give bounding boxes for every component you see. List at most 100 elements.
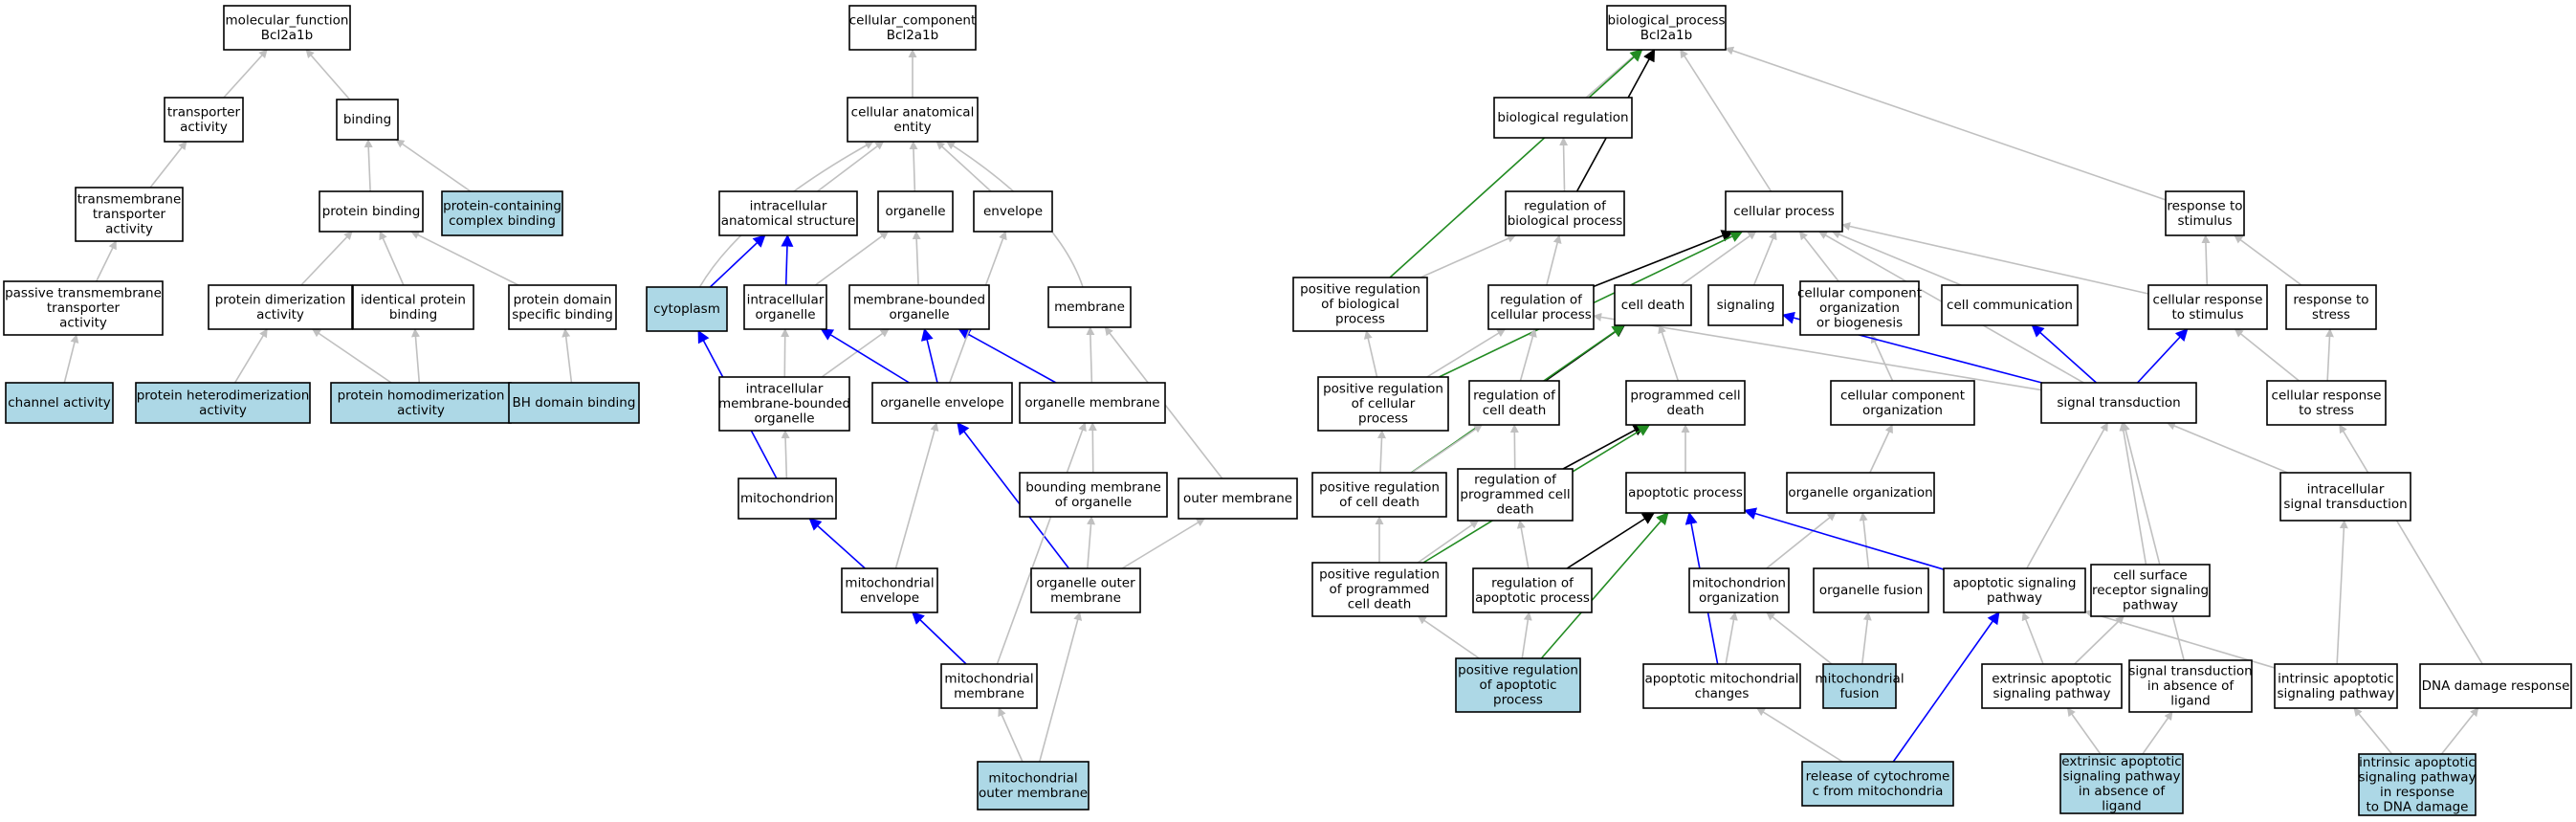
node-binding[interactable]: binding (336, 99, 399, 141)
node-label-line: organelle (754, 411, 814, 427)
node-box (973, 190, 1053, 233)
node-box (718, 190, 858, 236)
node-label-line: in response (2380, 785, 2455, 800)
node-channel-activity[interactable]: channel activity (5, 382, 114, 424)
node-box (75, 187, 184, 242)
node-label-line: specific binding (512, 307, 613, 322)
edge-mitochondrial_outer_membrane-to-mitochondrial_membrane (998, 707, 1024, 763)
edge-mitochondrial_outer_membrane-to-organelle_outer_membrane (1038, 611, 1083, 763)
node-label-line: intracellular (747, 292, 825, 307)
node-organelle-organization[interactable]: organelle organization (1786, 472, 1935, 514)
node-label-line: activity (105, 222, 153, 237)
node-outer-membrane[interactable]: outer membrane (1178, 478, 1298, 520)
edge-signal_transduction-to-cellular_response_to_stimulus (2136, 328, 2189, 384)
edges-layer (63, 46, 2483, 763)
node-membrane[interactable]: membrane (1047, 286, 1132, 328)
node-organelle-membrane[interactable]: organelle membrane (1019, 382, 1166, 424)
node-box (848, 5, 977, 51)
edge-regulation_apoptotic_process-to-apoptotic_process (1566, 512, 1656, 569)
node-label-line: complex binding (449, 213, 556, 229)
node-envelope[interactable]: envelope (973, 190, 1053, 233)
node-label-line: apoptotic mitochondrial (1644, 671, 1798, 686)
node-bh-domain-binding[interactable]: BH domain binding (508, 382, 640, 424)
node-signaling[interactable]: signaling (1707, 284, 1784, 326)
node-organelle[interactable]: organelle (877, 190, 954, 233)
node-protein-binding[interactable]: protein binding (319, 190, 424, 233)
node-cytoplasm[interactable]: cytoplasm (646, 286, 728, 332)
node-cellular-process[interactable]: cellular process (1725, 190, 1843, 233)
edge-regulation_biological_process-to-biological_regulation (1559, 137, 1569, 192)
edge-regulation_programmed_cell_death-to-programmed_cell_death (1562, 424, 1646, 470)
node-box (1493, 97, 1633, 139)
node-organelle-fusion[interactable]: organelle fusion (1813, 567, 1929, 613)
node-box (2059, 753, 2184, 814)
node-biological-regulation[interactable]: biological regulation (1493, 97, 1633, 139)
node-box (848, 284, 990, 330)
node-apoptotic-process[interactable]: apoptotic process (1625, 472, 1746, 514)
node-cell-death[interactable]: cell death (1614, 284, 1692, 326)
node-cell-communication[interactable]: cell communication (1941, 284, 2079, 326)
node-organelle-envelope[interactable]: organelle envelope (871, 382, 1013, 424)
edge-cellular_response_to_stimulus-to-response_to_stimulus (2201, 234, 2211, 286)
node-label-line: pathway (2123, 598, 2178, 613)
node-dna-damage-response[interactable]: DNA damage response (2419, 663, 2572, 709)
node-label-line: cellular process (1490, 307, 1592, 322)
node-mitochondrion[interactable]: mitochondrion (738, 478, 837, 520)
edge-organelle_organization-to-cellular_component_organization (1869, 424, 1893, 474)
edge-programmed_cell_death-to-cell_death (1658, 324, 1680, 382)
node-signal-transduction[interactable]: signal transduction (2040, 382, 2197, 424)
